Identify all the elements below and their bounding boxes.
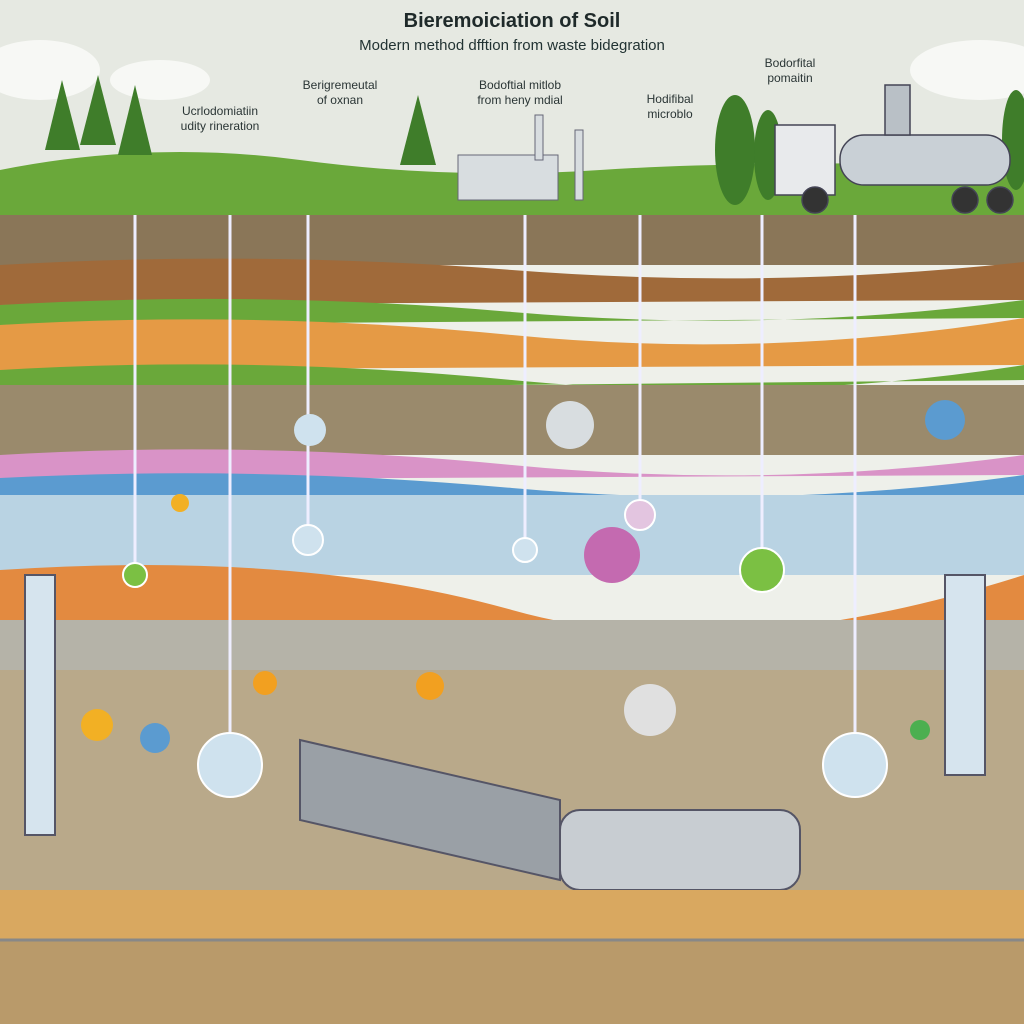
- topsoil-layer: [0, 215, 1024, 265]
- label-3: Bodoftial mitlob from heny mdial: [455, 78, 585, 108]
- label-5-line1: Bodorfital: [764, 56, 816, 70]
- label-1-line1: Ucrlodomiatiin: [181, 104, 259, 118]
- label-4: Hodifibal microblo: [625, 92, 715, 122]
- blue-stratum: [0, 473, 1024, 500]
- label-1-line2: udity rineration: [180, 119, 260, 133]
- orange-stratum: [0, 318, 1024, 370]
- label-2: Berigremeutal of oxnan: [285, 78, 395, 108]
- microbe-particles: [81, 400, 965, 753]
- tanker-truck: [774, 84, 1014, 214]
- diagram-subtitle: Modern method dfftion from waste bidegra…: [359, 37, 665, 54]
- groundwater-zone: [0, 495, 1024, 575]
- rubble-layer: [0, 385, 1024, 455]
- label-5: Bodorfital pomaitin: [745, 56, 835, 86]
- label-4-line2: microblo: [647, 107, 693, 121]
- diagram-title: Bieremoiciation of Soil: [403, 10, 621, 32]
- green-stratum: [0, 298, 1024, 325]
- pink-stratum: [0, 449, 1024, 480]
- label-5-line2: pomaitin: [767, 71, 813, 85]
- monitoring-wells: [133, 215, 857, 780]
- clouds: [0, 40, 1024, 100]
- label-1: Ucrlodomiatiin udity rineration: [150, 104, 290, 134]
- label-3-line1: Bodoftial mitlob: [478, 78, 562, 92]
- gray-stratum: [0, 620, 1024, 670]
- probe-bulbs: [122, 499, 888, 798]
- green-stratum-2: [0, 364, 1024, 390]
- label-3-line2: from heny mdial: [477, 93, 563, 107]
- factory: [457, 114, 584, 201]
- pipe: [24, 574, 986, 891]
- label-2-line2: of oxnan: [316, 93, 364, 107]
- label-4-line1: Hodifibal: [646, 92, 694, 106]
- bedrock-layer: [0, 890, 1024, 940]
- label-2-line1: Berigremeutal: [302, 78, 378, 92]
- clay-layer: [0, 565, 1024, 634]
- brown-stratum: [0, 258, 1024, 305]
- base-layer: [0, 940, 1024, 1024]
